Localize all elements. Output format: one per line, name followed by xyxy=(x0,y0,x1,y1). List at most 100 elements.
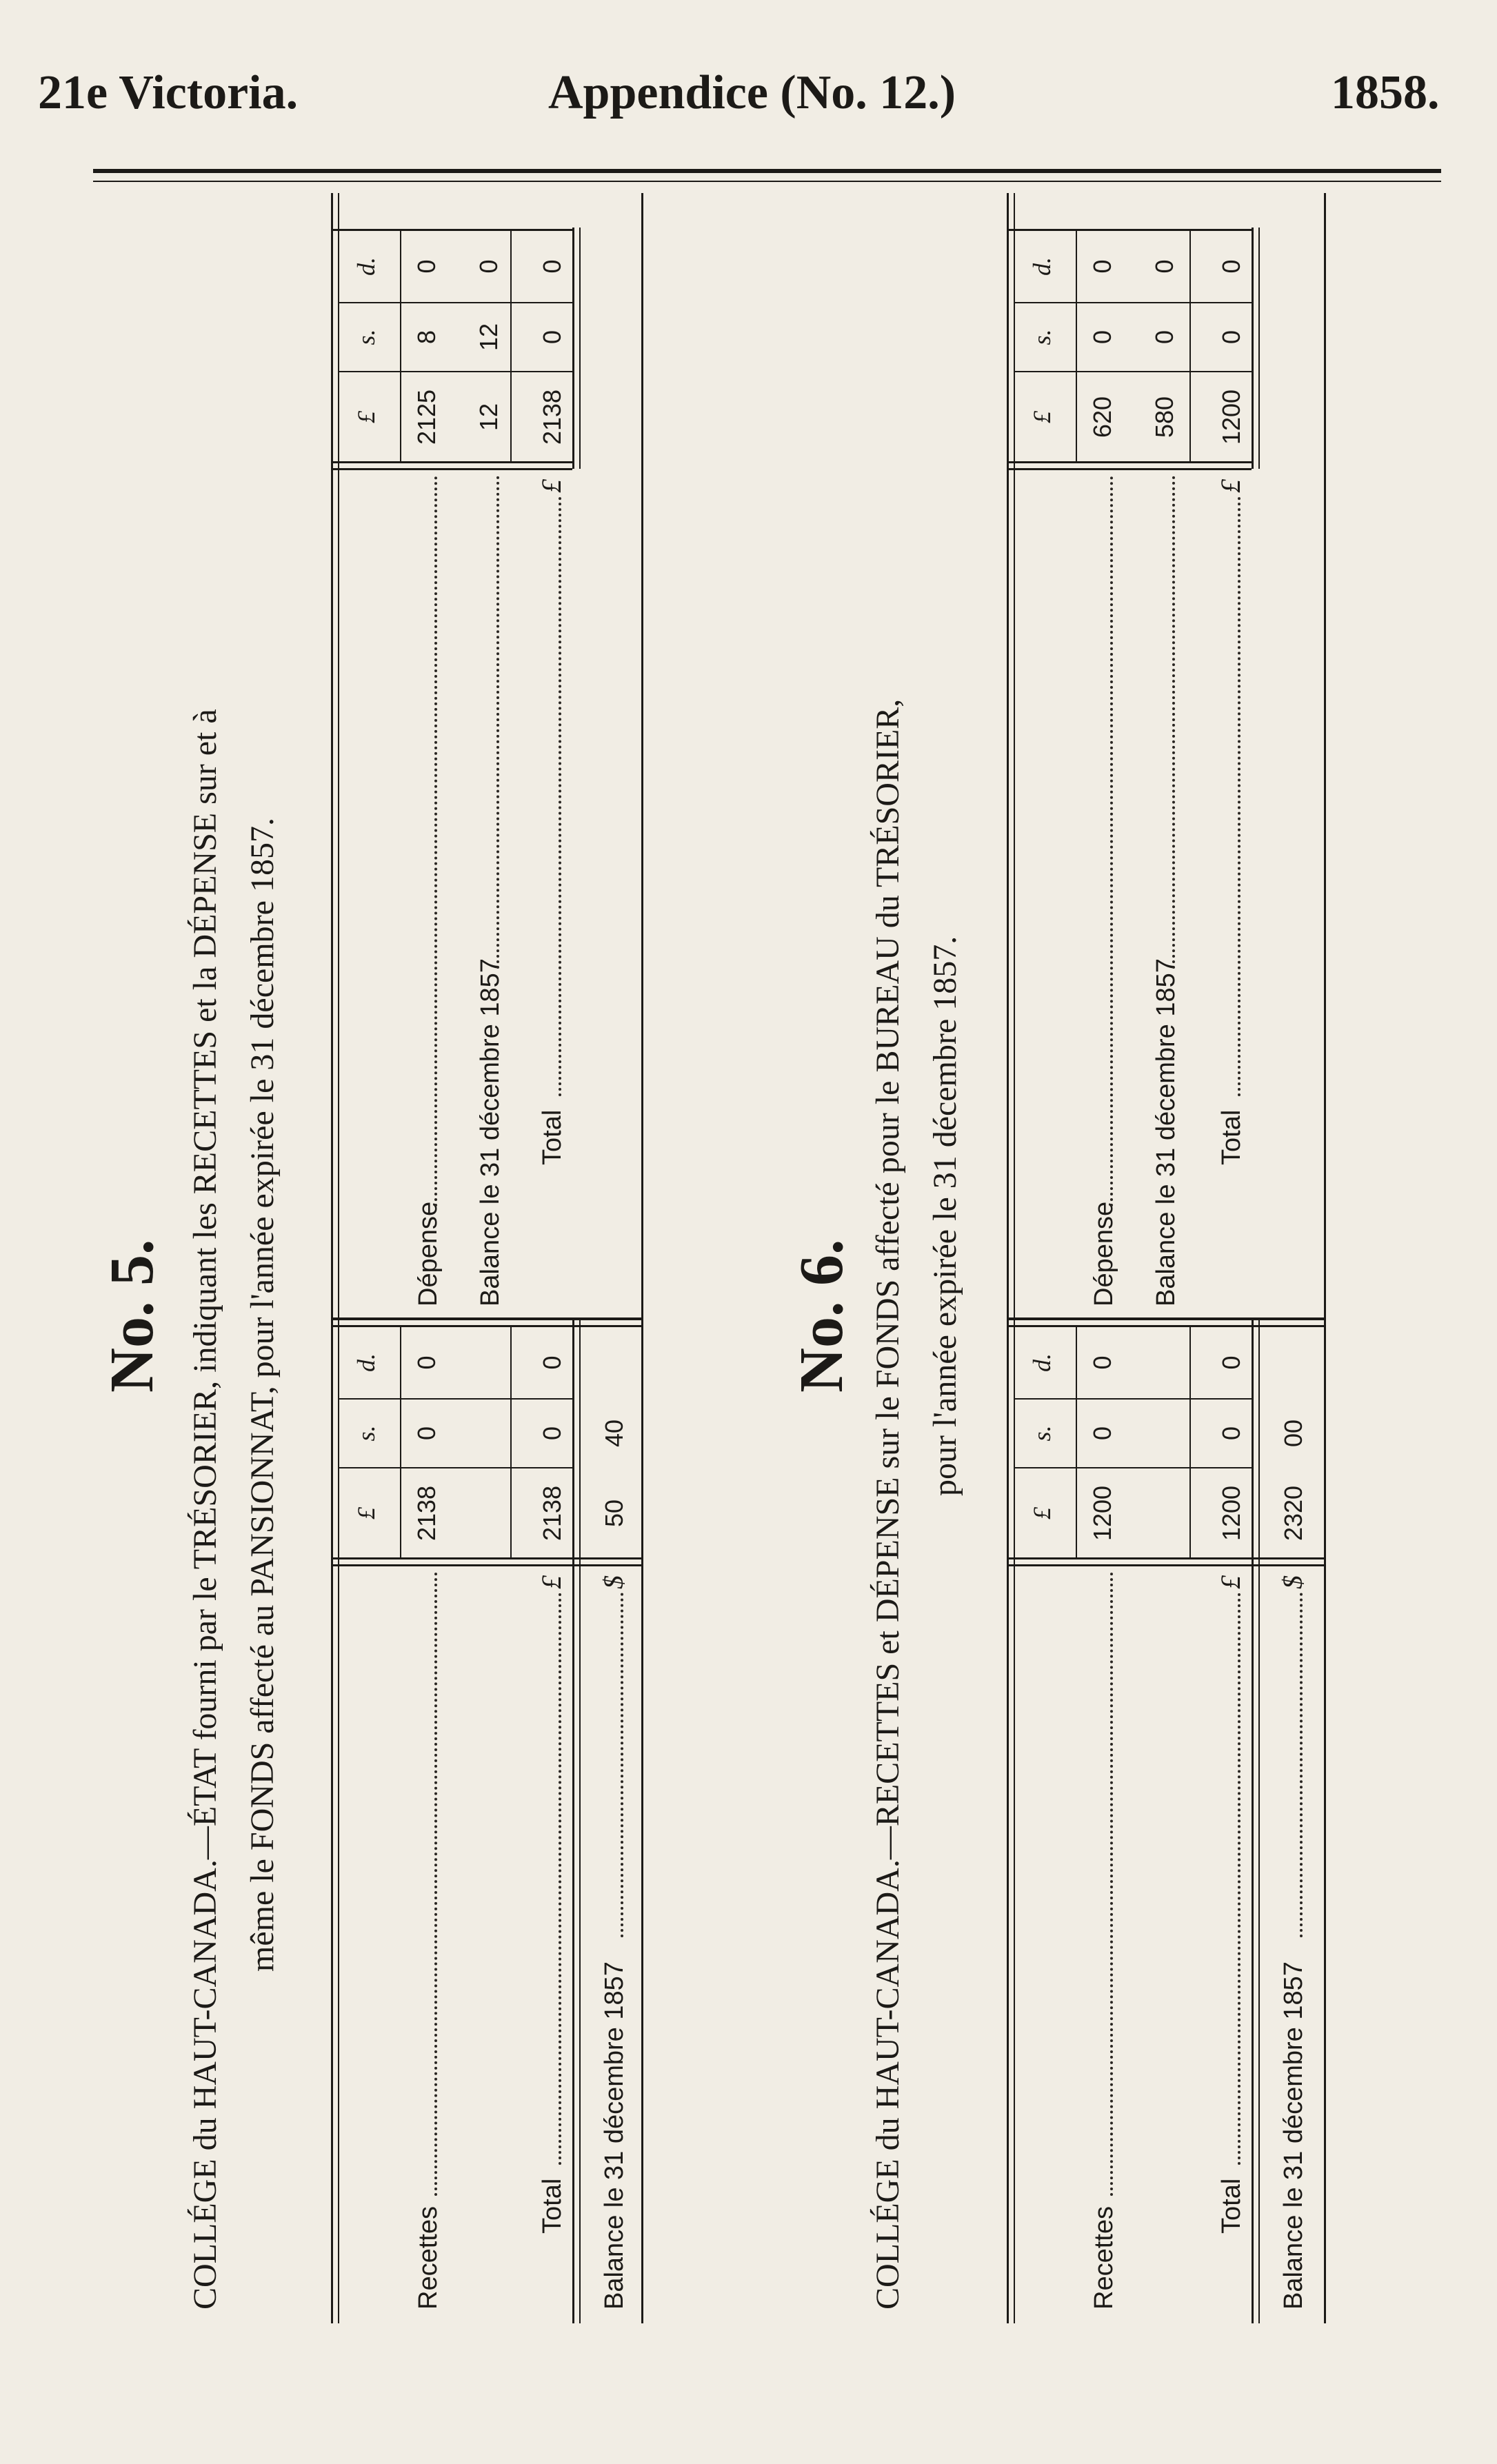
section-no5: No. 5. COLLÉGE du HAUT-CANADA.—ÉTAT four… xyxy=(97,186,752,2323)
cell-pounds: 2138 xyxy=(538,389,566,445)
cell-pence: 0 xyxy=(1217,259,1245,274)
cell-pence: 0 xyxy=(412,1355,441,1370)
section-number: No. 6. xyxy=(787,1239,856,1393)
total-rule-double-2 xyxy=(579,228,581,469)
frame-bottom xyxy=(641,193,643,2323)
cell-pence: 0 xyxy=(474,259,503,274)
row-label-balance: Balance le 31 décembre 1857 xyxy=(600,1961,629,2310)
cell-pounds: 1200 xyxy=(1217,389,1245,445)
cell-pounds: 620 xyxy=(1088,396,1116,438)
currency-pound: £ xyxy=(1215,479,1246,493)
leader-dots xyxy=(1110,1572,1113,2196)
cell-pence: 0 xyxy=(1088,1355,1116,1370)
cell-pounds: 2125 xyxy=(412,389,441,445)
header-underline xyxy=(400,231,401,462)
section-no6: No. 6. COLLÉGE du HAUT-CANADA.—RECETTES … xyxy=(786,186,1407,2323)
money-col-left-edge xyxy=(331,1564,641,1566)
cell-pounds: 2138 xyxy=(538,1485,566,1542)
row-label-balance: Balance le 31 décembre 1857 xyxy=(1152,958,1180,1306)
total-rule xyxy=(510,1327,512,1558)
rotated-content: No. 5. COLLÉGE du HAUT-CANADA.—ÉTAT four… xyxy=(97,186,1407,2323)
total-rule xyxy=(510,231,512,462)
cell-pounds: 1200 xyxy=(1088,1485,1116,1542)
center-divider xyxy=(1007,1317,1324,1319)
col-head-pence: d. xyxy=(352,257,380,276)
row-label-total: Total xyxy=(538,2178,567,2234)
balance-rule-2 xyxy=(1258,1320,1260,2323)
total-rule-double xyxy=(1252,228,1254,469)
cell-shillings: 8 xyxy=(412,330,441,345)
leader-dots xyxy=(434,1572,437,2196)
total-rule-double-2 xyxy=(1258,228,1260,469)
cell-shillings: 0 xyxy=(538,330,566,345)
leader-dots xyxy=(1300,1593,1303,1937)
row-label-recettes: Recettes xyxy=(1089,2206,1118,2310)
cell-pence: 0 xyxy=(1217,1355,1245,1370)
cell-shillings: 0 xyxy=(1150,330,1178,345)
col-head-shillings: s. xyxy=(352,1425,380,1442)
leader-dots xyxy=(1238,496,1240,1096)
cell-shillings: 0 xyxy=(1088,1426,1116,1441)
frame-bottom xyxy=(1324,193,1326,2323)
currency-dollar: $ xyxy=(598,1575,629,1589)
total-rule-double xyxy=(572,228,574,469)
total-rule xyxy=(1189,231,1191,462)
money-col-left-edge xyxy=(1007,1564,1324,1566)
caption-line-1: COLLÉGE du HAUT-CANADA.—RECETTES et DÉPE… xyxy=(870,698,906,2310)
cell-pounds: 2138 xyxy=(412,1485,441,1542)
currency-dollar: $ xyxy=(1277,1575,1308,1589)
leader-dots xyxy=(434,476,437,1206)
col-head-pence: d. xyxy=(1028,257,1056,276)
caption-line-2: même le FONDS affecté au PANSIONNAT, pou… xyxy=(244,818,281,1972)
cell-shillings: 0 xyxy=(1088,330,1116,345)
leader-dots xyxy=(496,476,499,969)
header-right: 1858. xyxy=(1331,66,1440,119)
col-head-shillings: s. xyxy=(1028,1425,1056,1442)
row-label-recettes: Recettes xyxy=(414,2206,443,2310)
row-label-depense: Dépense xyxy=(414,1201,443,1306)
total-rule xyxy=(1189,1327,1191,1558)
cell-cents: 00 xyxy=(1279,1419,1307,1448)
row-label-total: Total xyxy=(1217,1109,1246,1165)
leader-dots xyxy=(559,1593,561,2165)
col-head-pounds: £ xyxy=(1028,1507,1056,1519)
currency-pound: £ xyxy=(536,479,567,493)
frame-top xyxy=(1007,193,1009,2323)
header-underline xyxy=(400,1327,401,1558)
cell-cents: 40 xyxy=(600,1419,628,1448)
cell-shillings: 0 xyxy=(538,1426,566,1441)
cell-shillings: 12 xyxy=(474,323,503,352)
col-head-pence: d. xyxy=(352,1353,380,1372)
cell-dollars: 50 xyxy=(600,1499,628,1528)
col-head-pounds: £ xyxy=(1028,411,1056,423)
leader-dots xyxy=(559,496,561,1096)
row-label-total: Total xyxy=(538,1109,567,1165)
col-head-pounds: £ xyxy=(352,1507,380,1519)
section-number: No. 5. xyxy=(98,1239,166,1393)
frame-top xyxy=(331,193,333,2323)
row-label-total: Total xyxy=(1217,2178,1246,2234)
cell-pounds: 580 xyxy=(1150,396,1178,438)
cell-dollars: 2320 xyxy=(1279,1485,1307,1542)
row-label-balance: Balance le 31 décembre 1857 xyxy=(1279,1961,1308,2310)
col-head-pounds: £ xyxy=(352,411,380,423)
frame-top-2 xyxy=(1014,193,1015,2323)
cell-shillings: 0 xyxy=(1217,1426,1245,1441)
currency-pound: £ xyxy=(536,1575,567,1589)
col-head-shillings: s. xyxy=(352,329,380,345)
cell-pence: 0 xyxy=(538,259,566,274)
cell-pence: 0 xyxy=(538,1355,566,1370)
cell-shillings: 0 xyxy=(412,1426,441,1441)
balance-rule xyxy=(572,1320,574,2323)
leader-dots xyxy=(1238,1593,1240,2165)
header-rule-thin xyxy=(93,181,1441,182)
header-underline xyxy=(1076,231,1077,462)
col-head-pence: d. xyxy=(1028,1353,1056,1372)
header-rule-thick xyxy=(93,169,1441,173)
caption-line-1: COLLÉGE du HAUT-CANADA.—ÉTAT fourni par … xyxy=(187,709,223,2310)
caption-line-2: pour l'année expirée le 31 décembre 1857… xyxy=(927,936,963,1496)
cell-pounds: 12 xyxy=(474,403,503,432)
money-col-left-edge xyxy=(1007,468,1252,470)
balance-rule-2 xyxy=(579,1320,581,2323)
cell-pence: 0 xyxy=(1088,259,1116,274)
